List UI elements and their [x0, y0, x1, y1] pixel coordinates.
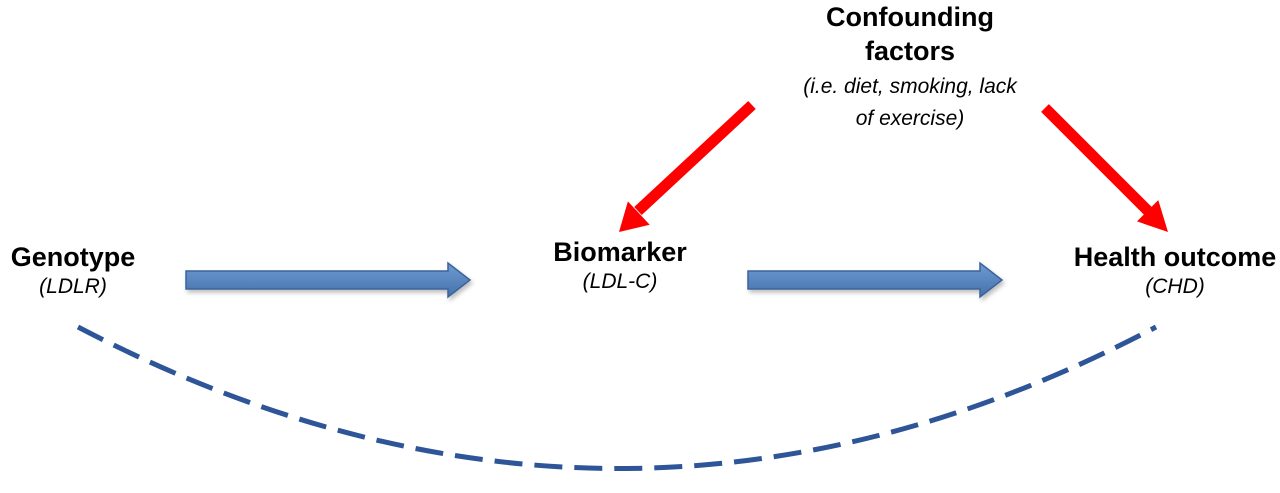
- arrow-genotype-to-biomarker: [185, 261, 472, 299]
- node-health-outcome: Health outcome (CHD): [1070, 241, 1280, 300]
- confounding-sublabel-line1: (i.e. diet, smoking, lack: [803, 75, 1017, 98]
- confounding-label-line2: factors: [864, 36, 956, 66]
- genotype-label: Genotype: [10, 242, 136, 272]
- biomarker-sublabel: (LDL-C): [582, 270, 658, 293]
- health-outcome-label: Health outcome: [1073, 242, 1277, 272]
- confounding-label-line1: Confounding: [826, 2, 994, 32]
- biomarker-label: Biomarker: [553, 237, 687, 267]
- confounding-sublabel-line2: of exercise): [855, 107, 965, 130]
- arrow-biomarker-to-health-outcome: [747, 261, 1004, 299]
- arrow-confounding-to-health-outcome: [1041, 104, 1168, 232]
- node-biomarker: Biomarker (LDL-C): [520, 236, 720, 295]
- node-genotype: Genotype (LDLR): [0, 241, 146, 300]
- genotype-sublabel: (LDLR): [39, 275, 107, 298]
- arrow-confounding-to-biomarker: [619, 100, 756, 232]
- node-confounding-factors: Confounding factors (i.e. diet, smoking,…: [760, 0, 1060, 132]
- health-outcome-sublabel: (CHD): [1145, 275, 1205, 298]
- dashed-line-genotype-to-health-outcome: [76, 324, 1158, 471]
